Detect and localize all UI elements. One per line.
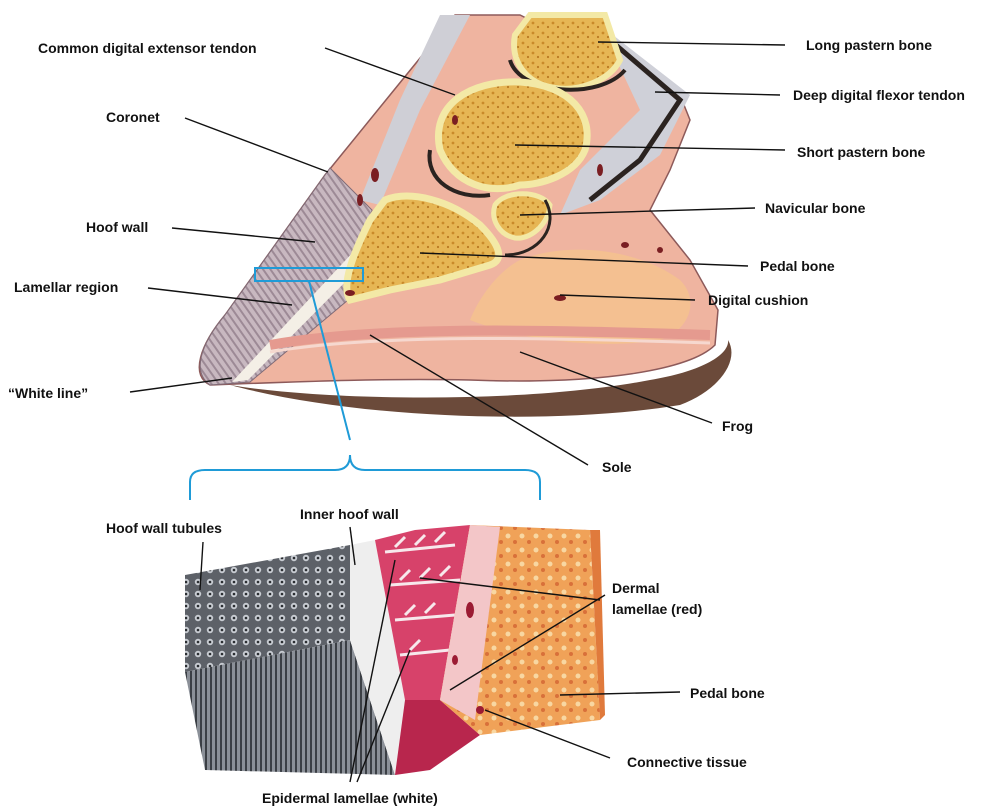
- label-lamellar-region: Lamellar region: [14, 279, 118, 295]
- long-pastern-bone: [514, 15, 620, 89]
- label-pedal-bone-detail: Pedal bone: [690, 685, 765, 701]
- label-short-pastern-bone: Short pastern bone: [797, 144, 926, 160]
- label-inner-hoof-wall: Inner hoof wall: [300, 506, 399, 522]
- label-deep-digital-flexor-tendon: Deep digital flexor tendon: [793, 87, 965, 103]
- short-pastern-bone: [438, 82, 587, 189]
- label-connective-tissue: Connective tissue: [627, 754, 747, 770]
- label-long-pastern-bone: Long pastern bone: [806, 37, 932, 53]
- label-digital-cushion: Digital cushion: [708, 292, 808, 308]
- label-coronet: Coronet: [106, 109, 160, 125]
- hoof-cross-section-illustration: [199, 15, 731, 417]
- label-hoof-wall: Hoof wall: [86, 219, 148, 235]
- label-common-digital-extensor-tendon: Common digital extensor tendon: [38, 40, 257, 56]
- label-sole: Sole: [602, 459, 632, 475]
- label-white-line: “White line”: [8, 385, 88, 401]
- label-hoof-wall-tubules: Hoof wall tubules: [106, 520, 222, 536]
- label-epidermal-lamellae: Epidermal lamellae (white): [262, 790, 438, 806]
- label-navicular-bone: Navicular bone: [765, 200, 866, 216]
- label-pedal-bone: Pedal bone: [760, 258, 835, 274]
- label-dermal-lamellae-line1: Dermal: [612, 580, 659, 596]
- label-frog: Frog: [722, 418, 753, 434]
- label-dermal-lamellae-line2: lamellae (red): [612, 601, 702, 617]
